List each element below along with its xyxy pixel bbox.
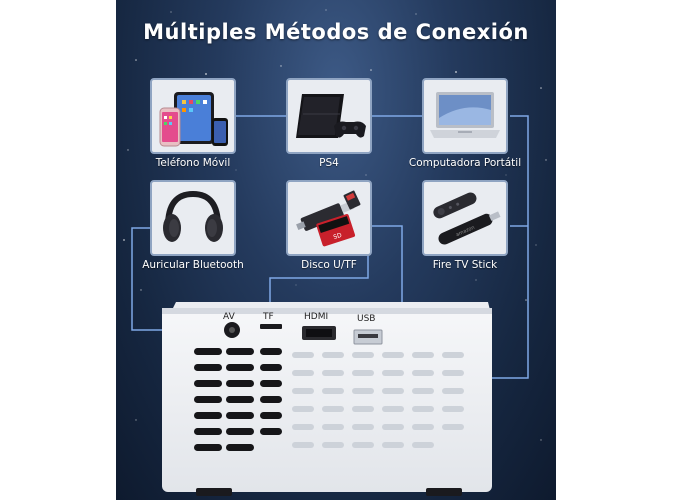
product-image: Múltiples Métodos de Conexión [116,0,556,500]
phone-tablet-icon [159,92,228,147]
port-label-usb: USB [357,314,376,324]
port-label-tf: TF [263,312,274,322]
device-label-ps4: PS4 [319,157,339,169]
port-label-hdmi: HDMI [304,312,329,322]
page-title: Múltiples Métodos de Conexión [143,20,529,44]
device-box-firetv: amazon [422,180,508,256]
device-label-firetv: Fire TV Stick [432,259,498,271]
device-box-laptop [422,78,508,154]
usb-sd-card-icon: SD [296,190,361,247]
game-console-icon [296,94,366,138]
svg-text:SD: SD [333,232,344,241]
device-box-ps4 [286,78,372,154]
fire-tv-stick-icon: amazon [433,192,501,245]
headphones-icon [163,190,223,242]
device-box-disk: SD [286,180,372,256]
device-box-headphones [150,180,236,256]
device-label-phone: Teléfono Móvil [155,157,231,169]
wire-disk-tf [269,240,369,306]
device-label-disk: Disco U/TF [301,259,357,271]
device-label-headphones: Auricular Bluetooth [142,259,244,271]
laptop-icon [430,92,500,138]
projector-illustration [162,302,492,496]
port-label-av: AV [223,312,235,322]
device-label-laptop: Computadora Portátil [408,157,522,169]
device-box-phone [150,78,236,154]
